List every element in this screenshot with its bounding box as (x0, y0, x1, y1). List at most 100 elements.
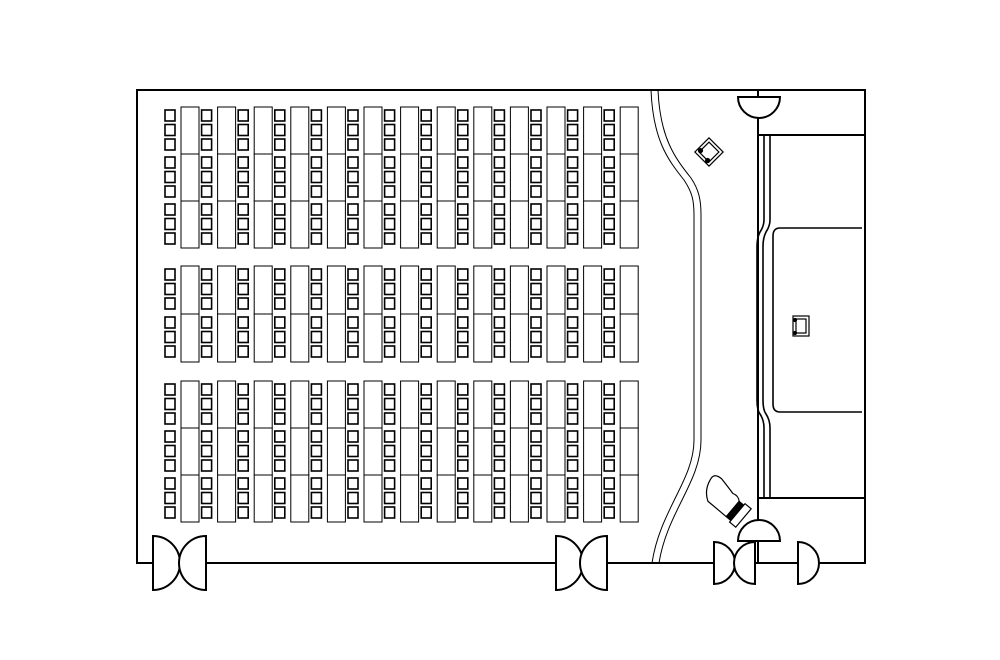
chair[interactable] (420, 185, 433, 198)
chair[interactable] (273, 217, 286, 231)
chair[interactable] (420, 268, 433, 281)
chair[interactable] (603, 297, 616, 310)
chair[interactable] (310, 268, 323, 281)
chair[interactable] (603, 316, 616, 329)
chair[interactable] (273, 345, 286, 358)
chair[interactable] (200, 316, 213, 329)
chair[interactable] (566, 459, 579, 472)
chair[interactable] (493, 203, 506, 216)
chair[interactable] (237, 383, 249, 396)
chair[interactable] (347, 297, 359, 310)
chair[interactable] (566, 268, 579, 281)
chair[interactable] (603, 268, 616, 281)
chair[interactable] (200, 268, 213, 281)
chair[interactable] (200, 109, 213, 122)
chair[interactable] (493, 138, 506, 151)
chair[interactable] (456, 430, 469, 443)
chair[interactable] (530, 506, 542, 519)
chair[interactable] (273, 430, 286, 443)
chair[interactable] (420, 138, 433, 151)
chair[interactable] (237, 444, 249, 458)
door-leaf[interactable] (713, 540, 736, 586)
chair[interactable] (566, 316, 579, 329)
chair[interactable] (420, 316, 433, 329)
chair[interactable] (347, 138, 359, 151)
chair[interactable] (530, 268, 542, 281)
chair[interactable] (347, 268, 359, 281)
chair[interactable] (310, 397, 323, 411)
chair[interactable] (164, 330, 176, 344)
chair[interactable] (310, 156, 323, 169)
chair[interactable] (456, 330, 469, 344)
chair[interactable] (347, 345, 359, 358)
chair[interactable] (200, 156, 213, 169)
chair[interactable] (310, 232, 323, 245)
chair[interactable] (200, 477, 213, 490)
chair[interactable] (310, 316, 323, 329)
chair[interactable] (273, 109, 286, 122)
chair[interactable] (383, 297, 396, 310)
chair[interactable] (273, 170, 286, 184)
chair[interactable] (420, 297, 433, 310)
chair[interactable] (273, 330, 286, 344)
chair[interactable] (420, 383, 433, 396)
chair[interactable] (200, 444, 213, 458)
chair[interactable] (310, 203, 323, 216)
chair[interactable] (200, 459, 213, 472)
chair[interactable] (164, 444, 176, 458)
chair[interactable] (237, 109, 249, 122)
chair[interactable] (493, 444, 506, 458)
chair[interactable] (566, 383, 579, 396)
chair[interactable] (164, 109, 176, 122)
chair[interactable] (603, 412, 616, 425)
chair[interactable] (273, 185, 286, 198)
chair[interactable] (420, 412, 433, 425)
chair[interactable] (493, 477, 506, 490)
chair[interactable] (603, 203, 616, 216)
door-leaf[interactable] (579, 534, 608, 592)
chair[interactable] (383, 459, 396, 472)
chair[interactable] (493, 170, 506, 184)
chair[interactable] (420, 109, 433, 122)
chair[interactable] (200, 170, 213, 184)
chair[interactable] (603, 506, 616, 519)
chair[interactable] (310, 109, 323, 122)
door-leaf[interactable] (797, 540, 820, 586)
chair[interactable] (530, 383, 542, 396)
chair[interactable] (566, 477, 579, 490)
chair[interactable] (493, 123, 506, 137)
chair[interactable] (566, 203, 579, 216)
chair[interactable] (456, 232, 469, 245)
chair[interactable] (383, 412, 396, 425)
chair[interactable] (603, 491, 616, 505)
chair[interactable] (530, 330, 542, 344)
chair[interactable] (310, 491, 323, 505)
chair[interactable] (273, 297, 286, 310)
chair[interactable] (200, 330, 213, 344)
chair[interactable] (237, 297, 249, 310)
chair[interactable] (273, 459, 286, 472)
chair[interactable] (200, 430, 213, 443)
door-leaf[interactable] (152, 534, 181, 592)
chair[interactable] (420, 459, 433, 472)
chair[interactable] (310, 185, 323, 198)
chair[interactable] (200, 123, 213, 137)
chair[interactable] (420, 345, 433, 358)
chair[interactable] (273, 477, 286, 490)
chair[interactable] (383, 477, 396, 490)
chair[interactable] (603, 232, 616, 245)
chair[interactable] (164, 297, 176, 310)
chair[interactable] (456, 156, 469, 169)
chair[interactable] (530, 109, 542, 122)
chair[interactable] (456, 203, 469, 216)
chair[interactable] (237, 506, 249, 519)
chair[interactable] (420, 506, 433, 519)
chair[interactable] (164, 268, 176, 281)
chair[interactable] (273, 383, 286, 396)
chair[interactable] (383, 217, 396, 231)
chair[interactable] (200, 345, 213, 358)
chair[interactable] (566, 297, 579, 310)
chair[interactable] (420, 444, 433, 458)
chair[interactable] (420, 217, 433, 231)
chair[interactable] (603, 459, 616, 472)
